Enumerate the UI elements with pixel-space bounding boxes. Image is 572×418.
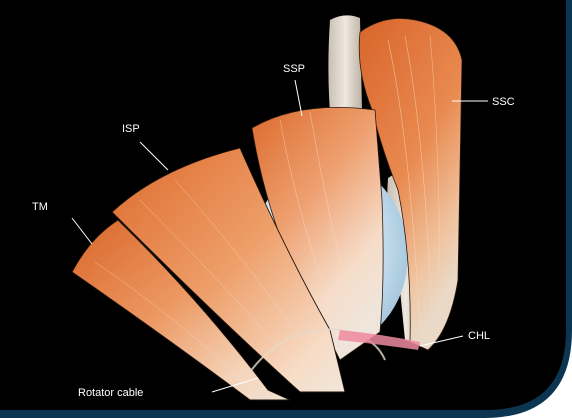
rotator-cable-label: Rotator cable (78, 387, 143, 399)
ssc-label: SSC (492, 96, 515, 108)
isp-label: ISP (122, 123, 140, 135)
ssp-label: SSP (283, 63, 305, 75)
chl-label: CHL (468, 330, 490, 342)
tm-label: TM (32, 201, 48, 213)
